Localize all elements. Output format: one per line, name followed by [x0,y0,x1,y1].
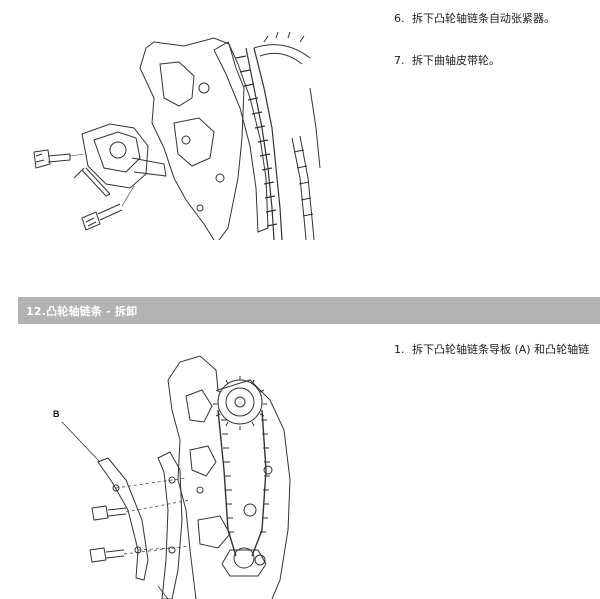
section-header: 12.凸轮轴链条 - 拆卸 [18,297,600,324]
step-text: 拆下凸轮轴链条导板 (A) 和凸轮轴链 [412,343,590,356]
step-text: 拆下曲轴皮带轮。 [412,54,500,67]
callout-b: B [53,409,60,419]
step-number: 6. [394,12,405,25]
step-1: 1. 拆下凸轮轴链条导板 (A) 和凸轮轴链 [394,343,589,357]
step-6: 6. 拆下凸轮轴链条自动张紧器。 [394,12,555,26]
step-number: 1. [394,343,405,356]
step-7: 7. 拆下曲轴皮带轮。 [394,54,500,68]
step-number: 7. [394,54,405,67]
tensioner-illustration [33,31,321,240]
step-text: 拆下凸轮轴链条自动张紧器。 [412,12,555,25]
section-title: 12.凸轮轴链条 - 拆卸 [26,305,138,318]
camshaft-chain-illustration [61,355,291,599]
